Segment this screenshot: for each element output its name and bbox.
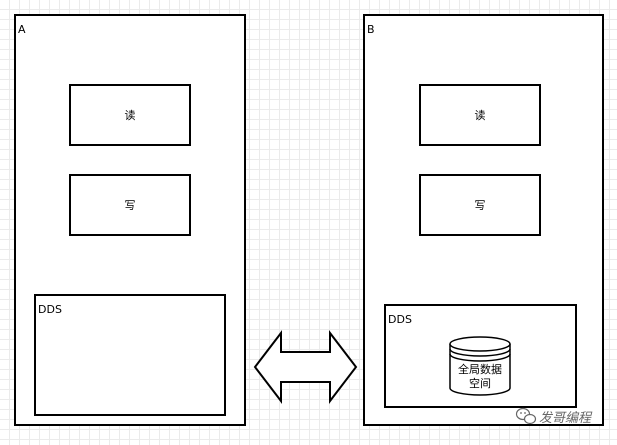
- node-b-write-box: 写: [419, 174, 541, 236]
- node-a-label: A: [18, 23, 26, 36]
- node-b-write-label: 写: [474, 199, 486, 212]
- node-a-write-label: 写: [124, 199, 136, 212]
- node-a-read-box: 读: [69, 84, 191, 146]
- node-b-label: B: [367, 23, 375, 36]
- wechat-icon: [515, 407, 537, 425]
- node-a-dds-label: DDS: [38, 303, 62, 316]
- watermark-text: 发哥编程: [539, 411, 592, 426]
- watermark: 发哥编程: [539, 407, 591, 426]
- node-b-read-label: 读: [474, 109, 486, 122]
- bidirectional-arrow: [253, 330, 358, 404]
- node-a-write-box: 写: [69, 174, 191, 236]
- global-data-space-line1: 全局数据: [458, 363, 502, 376]
- global-data-space-label: 全局数据 空间: [450, 363, 510, 391]
- global-data-cylinder-icon: [449, 336, 511, 396]
- node-b-dds-label: DDS: [388, 313, 412, 326]
- global-data-space-line2: 空间: [469, 377, 491, 390]
- node-b-read-box: 读: [419, 84, 541, 146]
- node-a-dds-box: DDS: [34, 294, 226, 416]
- node-a-container: A 读 写 DDS: [14, 14, 246, 426]
- node-a-read-label: 读: [124, 109, 136, 122]
